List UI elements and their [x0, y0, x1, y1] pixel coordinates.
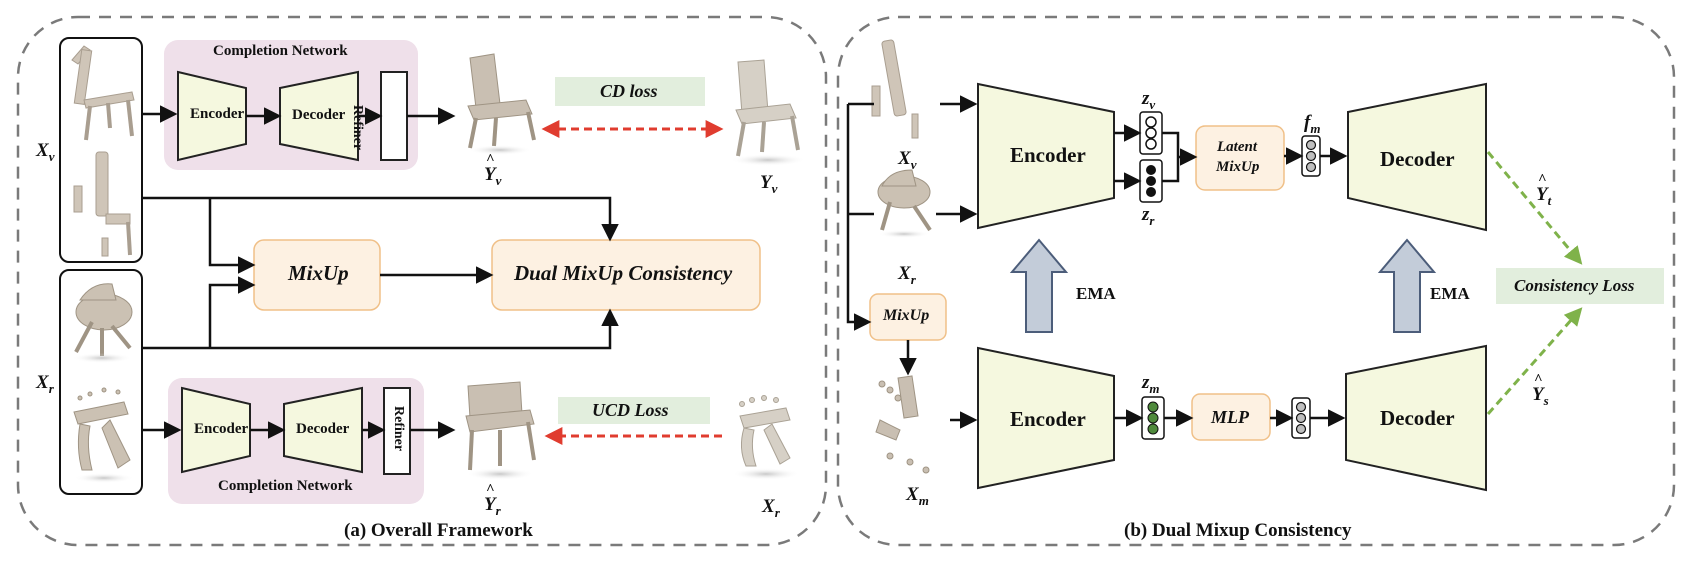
- fm-symbol: fm: [1304, 112, 1321, 136]
- chair-completed-virtual: [467, 53, 536, 155]
- refiner-bottom-label: Refiner: [391, 406, 406, 452]
- ema-arrow-decoder: [1377, 238, 1437, 333]
- dual-mixup-consistency-label: Dual MixUp Consistency: [514, 261, 733, 285]
- xr-symbol-a: Xr: [36, 372, 54, 396]
- decoder-bottom-label: Decoder: [296, 421, 350, 437]
- consistency-loss-label: Consistency Loss: [1514, 276, 1635, 295]
- refiner-block-bottom: [383, 387, 411, 475]
- xv-symbol-a: Xv: [36, 140, 55, 164]
- zr-symbol: zr: [1142, 204, 1155, 228]
- chair-b-mixed: [875, 375, 930, 474]
- ema-label-decoder: EMA: [1430, 284, 1470, 303]
- zm-symbol: zm: [1142, 372, 1160, 396]
- teacher-decoder-block: [1347, 82, 1487, 232]
- mixup-label-a: MixUp: [288, 261, 349, 285]
- panel-b-caption: (b) Dual Mixup Consistency: [1124, 520, 1352, 541]
- latent-mixup-label-1: Latent: [1217, 139, 1257, 155]
- refiner-top-label: Refiner: [350, 105, 365, 151]
- zv-symbol: zv: [1142, 88, 1156, 112]
- ema-arrow-encoder: [1009, 238, 1069, 333]
- panel-a-caption: (a) Overall Framework: [344, 520, 533, 541]
- teacher-encoder-label: Encoder: [1010, 143, 1086, 167]
- student-decoder-label: Decoder: [1380, 406, 1455, 430]
- chair-real-1: [72, 283, 133, 363]
- ucd-loss-label: UCD Loss: [592, 400, 669, 420]
- encoder-block-bottom: [181, 386, 251, 474]
- student-decoder-block: [1345, 344, 1487, 492]
- chair-ground-truth-virtual: [730, 59, 806, 166]
- yr-hat-symbol: Yr: [484, 482, 501, 519]
- cd-loss-box: [555, 77, 705, 106]
- encoder-block-top: [177, 70, 247, 162]
- cd-loss-label: CD loss: [600, 81, 658, 101]
- panel-b-frame: [836, 15, 1676, 547]
- encoder-bottom-label: Encoder: [194, 421, 249, 437]
- chair-real-target: [732, 395, 800, 480]
- chair-completed-real: [465, 381, 536, 480]
- xr-target-symbol: Xr: [762, 496, 780, 520]
- completion-network-top-label: Completion Network: [213, 43, 348, 59]
- student-encoder-label: Encoder: [1010, 407, 1086, 431]
- yv-hat-symbol: Yv: [484, 152, 501, 189]
- ucd-loss-box: [558, 397, 710, 424]
- panel-a-frame: [16, 15, 828, 547]
- xv-symbol-b: Xv: [898, 148, 917, 172]
- latent-mixup-box: [1195, 125, 1285, 191]
- teacher-output-arrow: [1486, 151, 1583, 265]
- teacher-decoder-label: Decoder: [1380, 147, 1455, 171]
- yt-hat-symbol: Yt: [1536, 172, 1551, 209]
- ys-hat-symbol: Ys: [1532, 372, 1549, 409]
- chair-partial-virtual-1: [71, 45, 135, 141]
- mixup-label-b: MixUp: [883, 307, 930, 324]
- consistency-loss-box: [1496, 268, 1664, 304]
- completion-network-bottom-label: Completion Network: [218, 478, 353, 494]
- decoder-top-label: Decoder: [292, 107, 346, 123]
- xm-symbol: Xm: [906, 484, 929, 508]
- chair-b-partial-virtual: [871, 39, 919, 139]
- latent-mixup-label-2: MixUp: [1216, 159, 1260, 175]
- yv-symbol: Yv: [760, 172, 778, 196]
- ema-label-encoder: EMA: [1076, 284, 1116, 303]
- teacher-encoder-block: [977, 82, 1115, 230]
- xr-symbol-b: Xr: [898, 263, 916, 287]
- decoder-block-top: [279, 70, 359, 162]
- refiner-block-top: [380, 71, 408, 161]
- chair-partial-virtual-2: [73, 151, 132, 257]
- encoder-top-label: Encoder: [190, 106, 245, 122]
- chair-real-2: [73, 387, 134, 483]
- mlp-label: MLP: [1211, 407, 1249, 427]
- student-encoder-block: [977, 346, 1115, 490]
- student-output-arrow: [1486, 307, 1583, 415]
- chair-b-real: [877, 169, 932, 238]
